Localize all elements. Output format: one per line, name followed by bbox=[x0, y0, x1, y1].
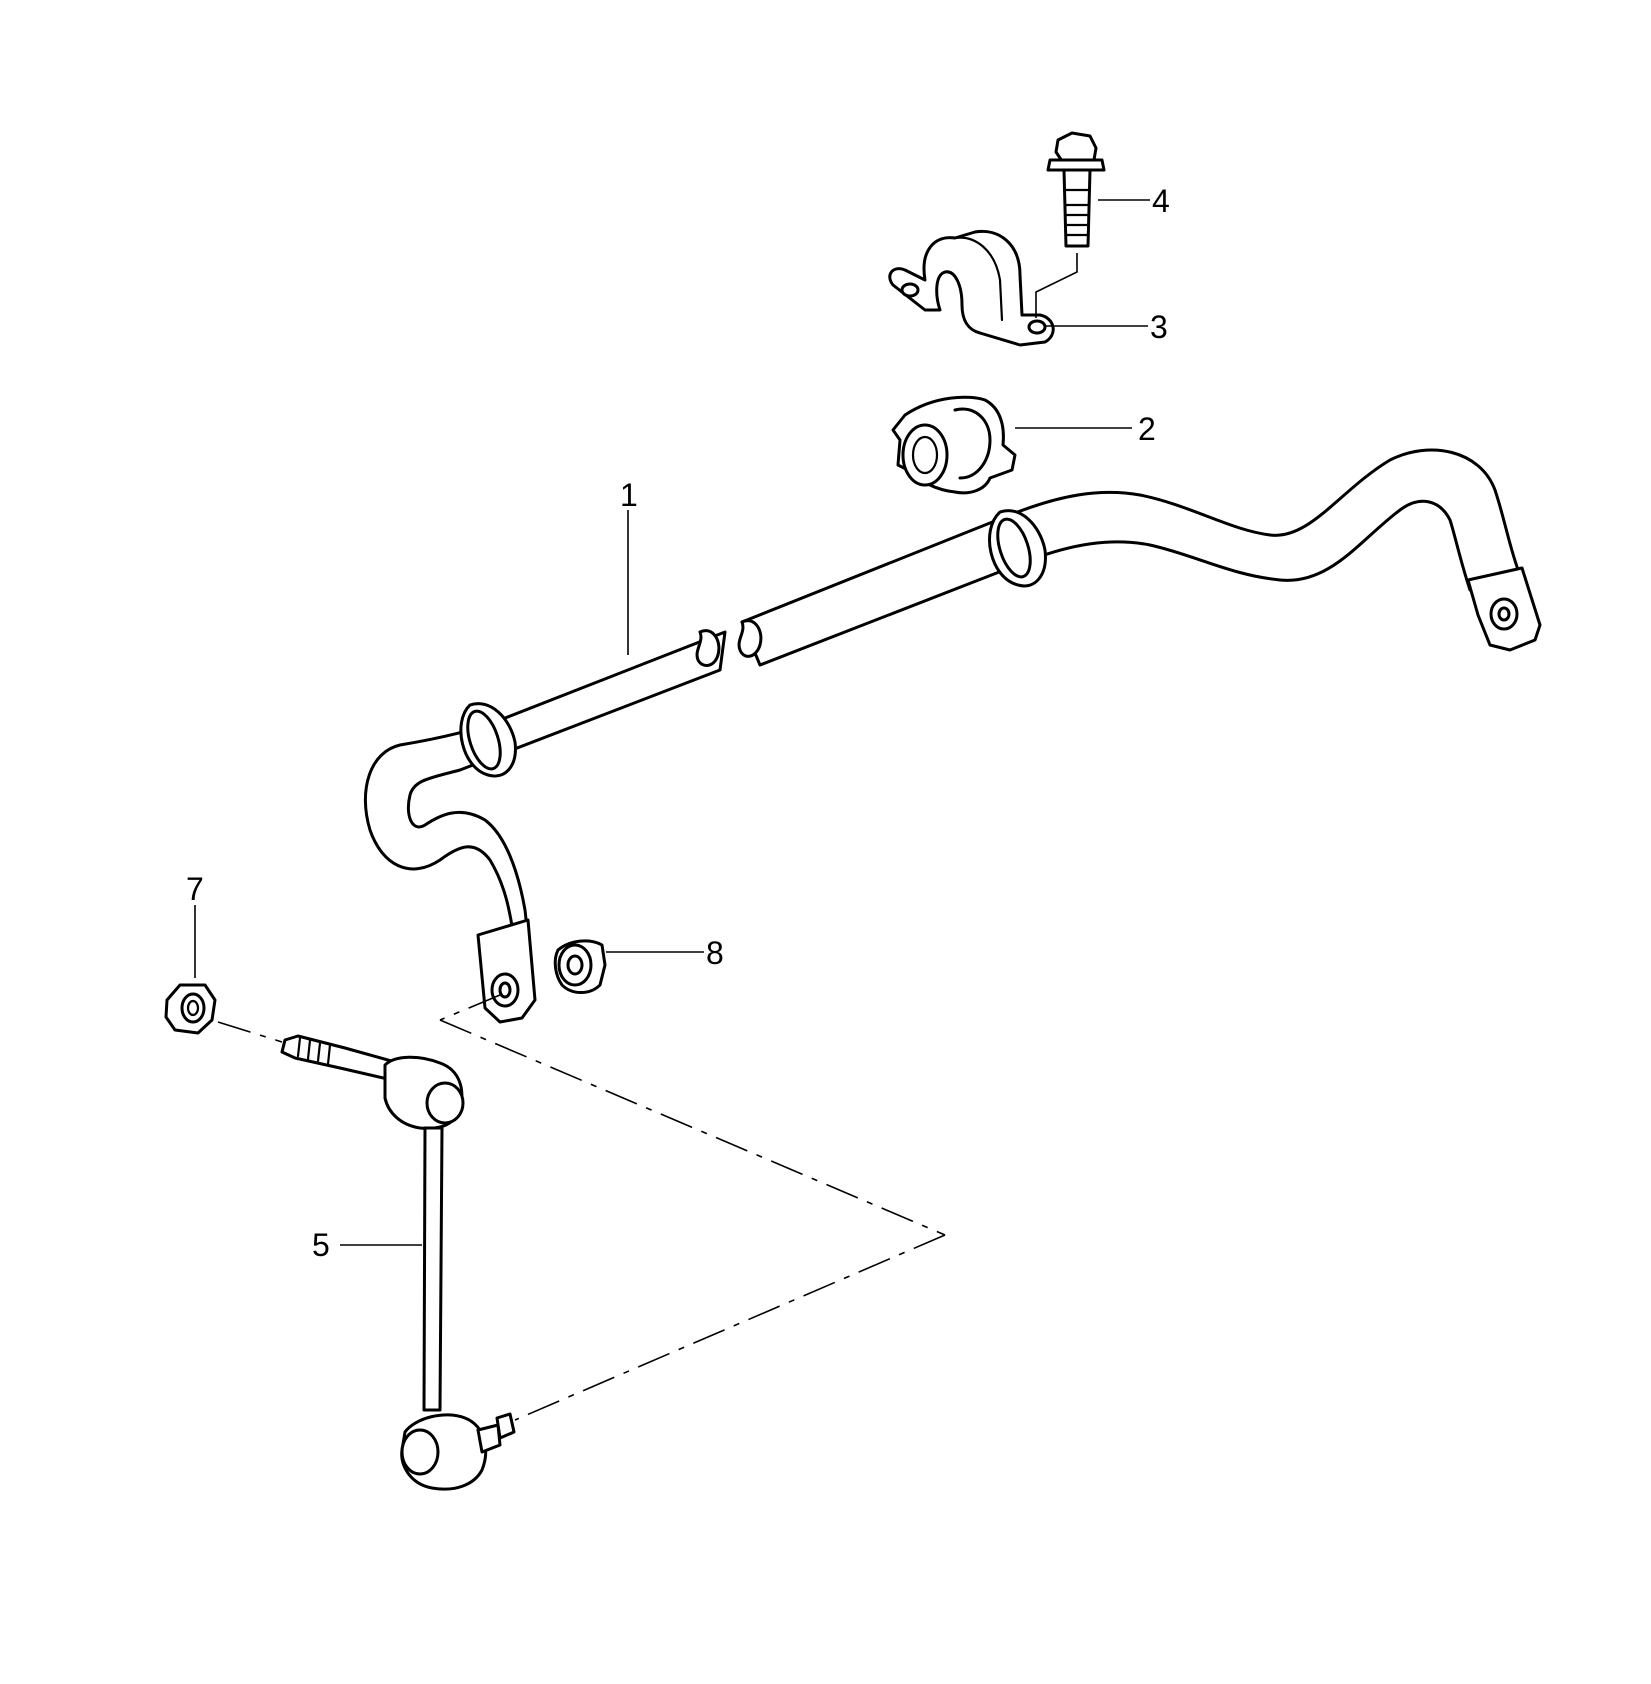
nut-axis-line bbox=[217, 1021, 283, 1043]
callout-2: 2 bbox=[1138, 411, 1156, 447]
stabilizer-bar[interactable] bbox=[363, 448, 1542, 1024]
callout-7: 7 bbox=[186, 871, 204, 907]
coupling-rod[interactable] bbox=[280, 1034, 516, 1491]
callout-1: 1 bbox=[620, 477, 638, 513]
assembly-line-upper bbox=[439, 1019, 946, 1236]
assembly-line-lower bbox=[514, 1234, 946, 1421]
bushing[interactable] bbox=[891, 395, 1017, 495]
callout-4: 4 bbox=[1152, 183, 1170, 219]
callout-3: 3 bbox=[1150, 309, 1168, 345]
mounting-clamp[interactable] bbox=[888, 229, 1055, 347]
hex-nut-7[interactable] bbox=[164, 983, 217, 1035]
bolt-axis-line bbox=[1035, 253, 1078, 318]
callout-5: 5 bbox=[312, 1227, 330, 1263]
assembly-line-eye bbox=[439, 994, 501, 1021]
self-locking-nut-8[interactable] bbox=[553, 939, 607, 994]
callout-8: 8 bbox=[706, 935, 724, 971]
bolt[interactable] bbox=[1046, 131, 1106, 248]
